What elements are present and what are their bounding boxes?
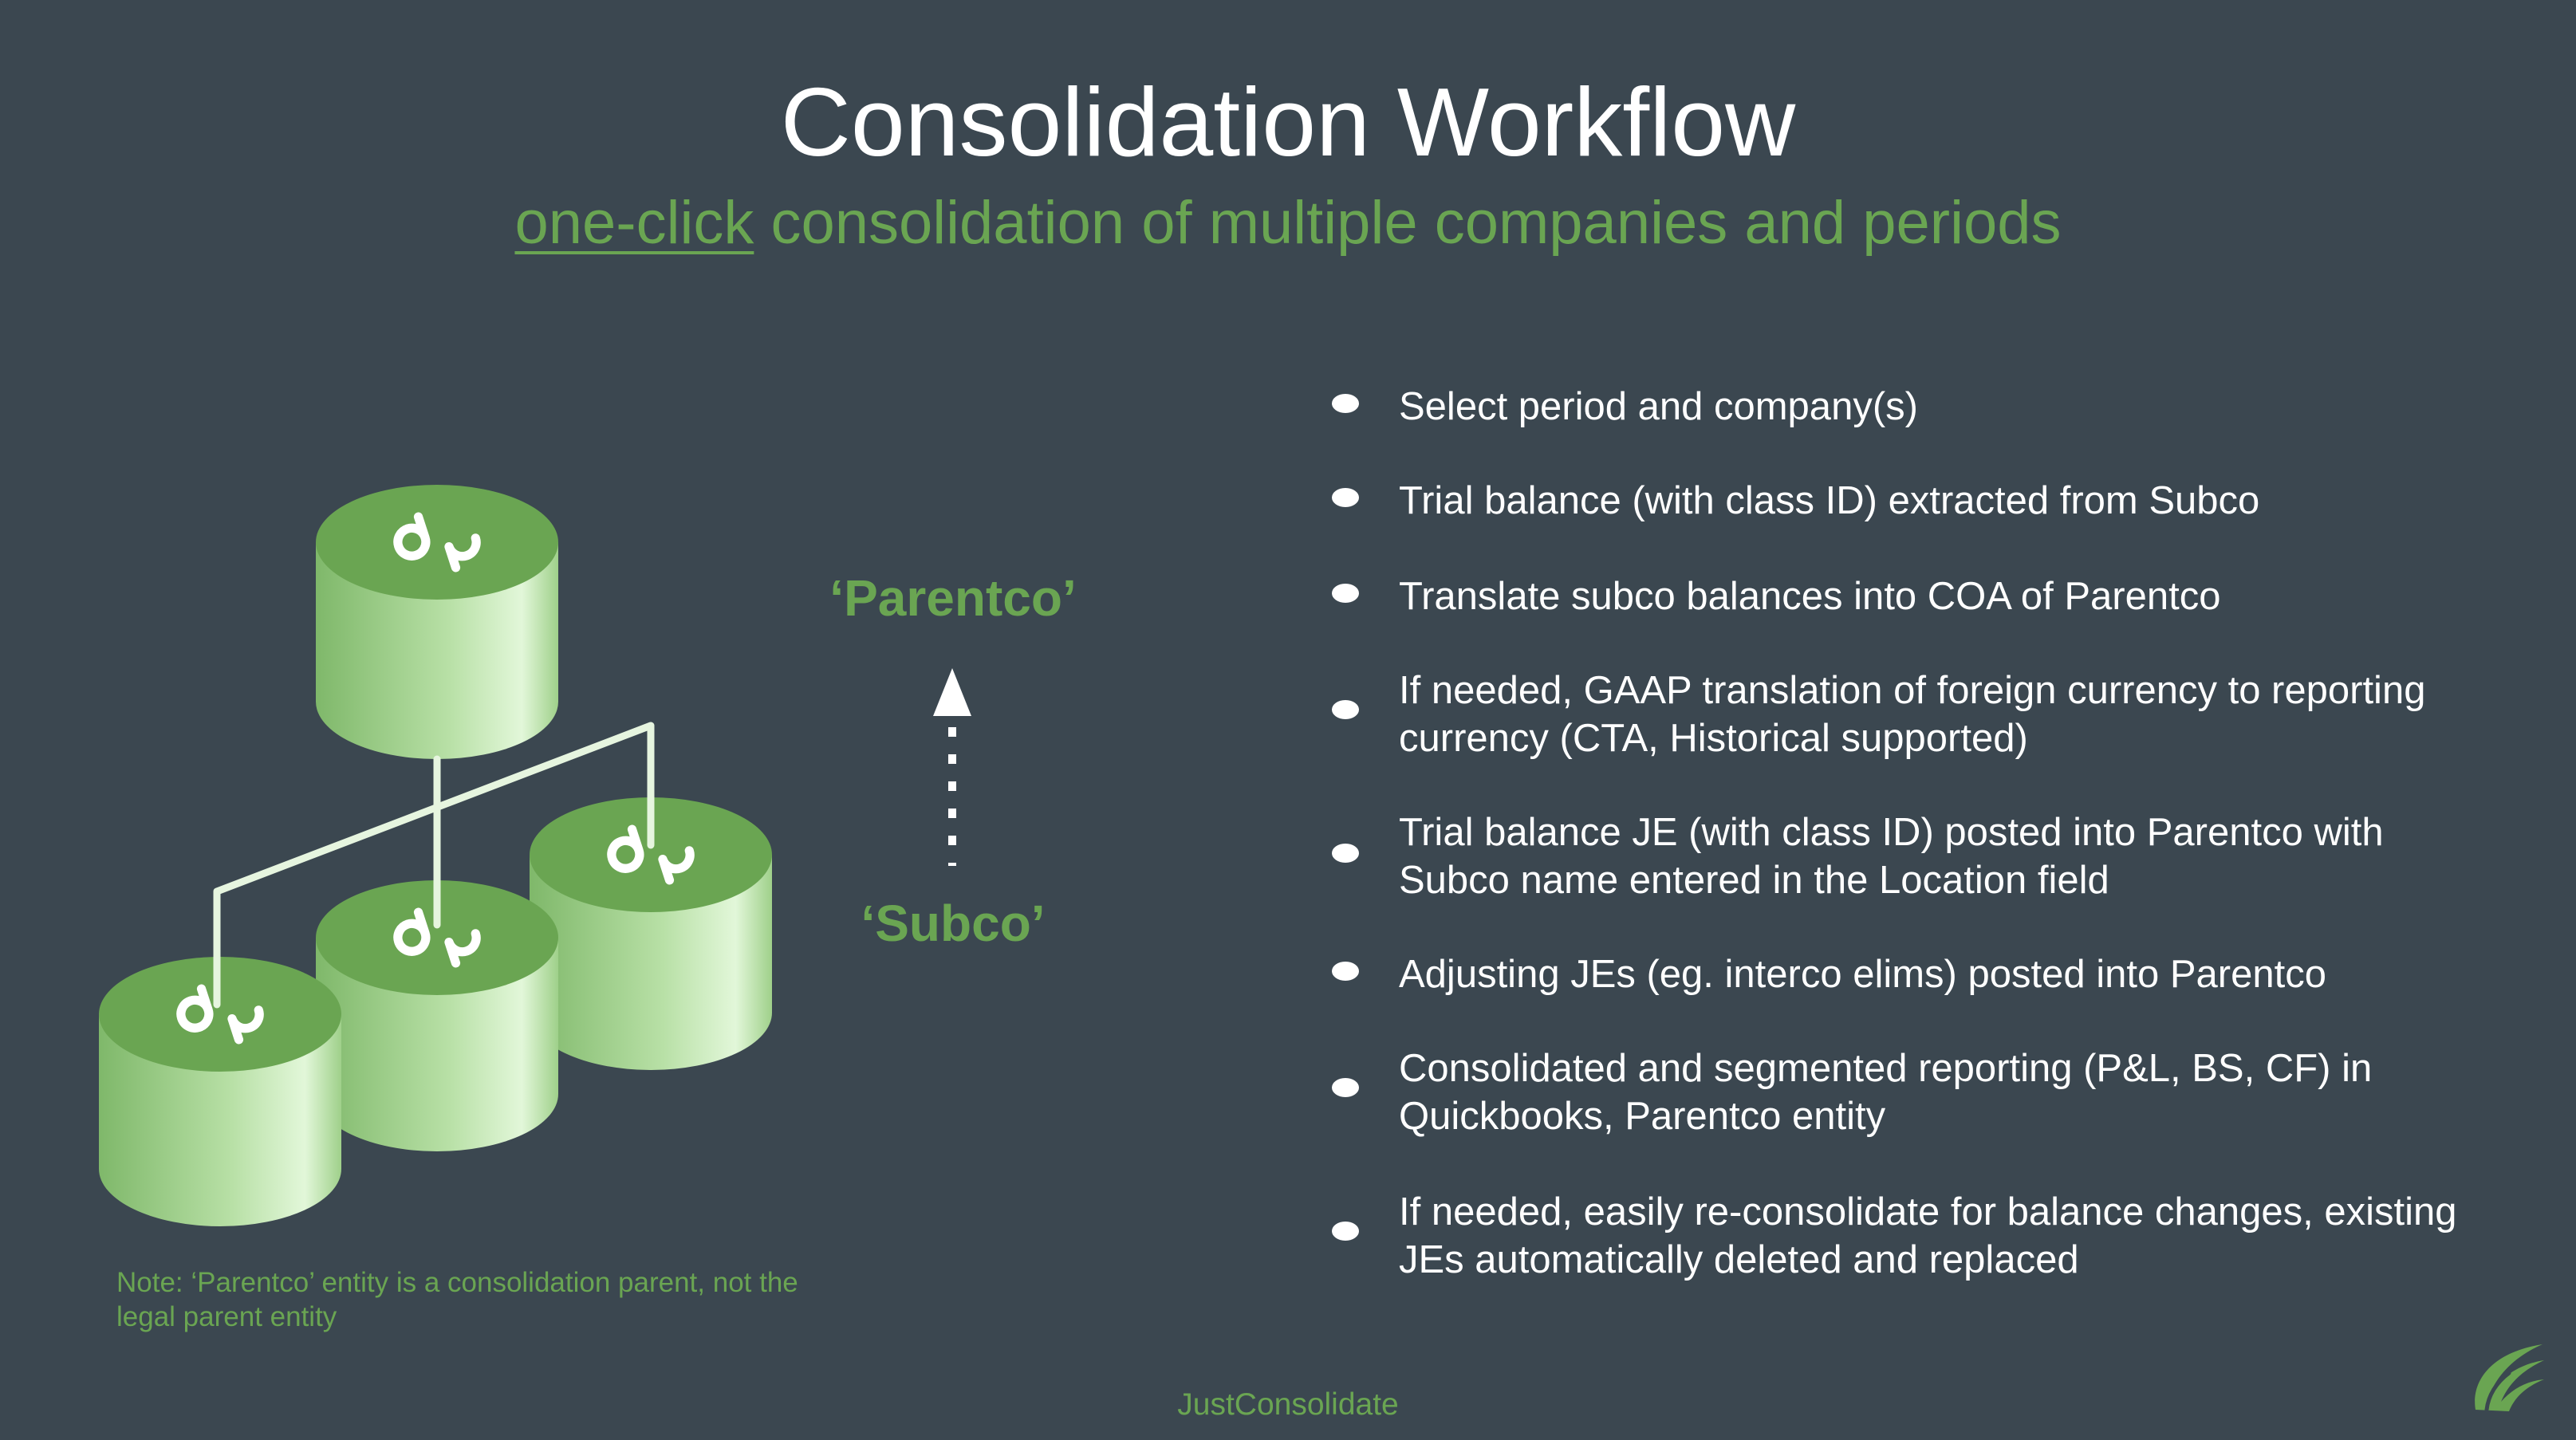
bullet-icon xyxy=(1332,1222,1359,1241)
step-text: Adjusting JEs (eg. interco elims) posted… xyxy=(1399,950,2468,998)
footnote: Note: ‘Parentco’ entity is a consolidati… xyxy=(116,1265,834,1334)
step-text: Trial balance JE (with class ID) posted … xyxy=(1399,809,2468,904)
subco-cylinder-1 xyxy=(99,957,341,1226)
brand-logo-icon xyxy=(2464,1333,2552,1421)
subco-label: ‘Subco’ xyxy=(714,898,1192,949)
step-text: Translate subco balances into COA of Par… xyxy=(1399,572,2468,620)
step-text: Trial balance (with class ID) extracted … xyxy=(1399,477,2468,525)
bullet-icon xyxy=(1332,962,1359,981)
footer-brand: JustConsolidate xyxy=(0,1387,2576,1422)
bullet-icon xyxy=(1332,488,1359,507)
parentco-label: ‘Parentco’ xyxy=(714,572,1192,624)
bullet-icon xyxy=(1332,394,1359,413)
step-text: If needed, easily re-consolidate for bal… xyxy=(1399,1188,2468,1284)
upward-arrow-icon xyxy=(933,668,971,866)
parentco-cylinder xyxy=(316,485,558,759)
subco-cylinder-2 xyxy=(316,880,558,1151)
step-text: Consolidated and segmented reporting (P&… xyxy=(1399,1045,2468,1140)
bullet-icon xyxy=(1332,700,1359,719)
bullet-icon xyxy=(1332,584,1359,603)
step-text: Select period and company(s) xyxy=(1399,383,2468,431)
bullet-icon xyxy=(1332,844,1359,863)
step-text: If needed, GAAP translation of foreign c… xyxy=(1399,667,2468,762)
bullet-icon xyxy=(1332,1078,1359,1097)
